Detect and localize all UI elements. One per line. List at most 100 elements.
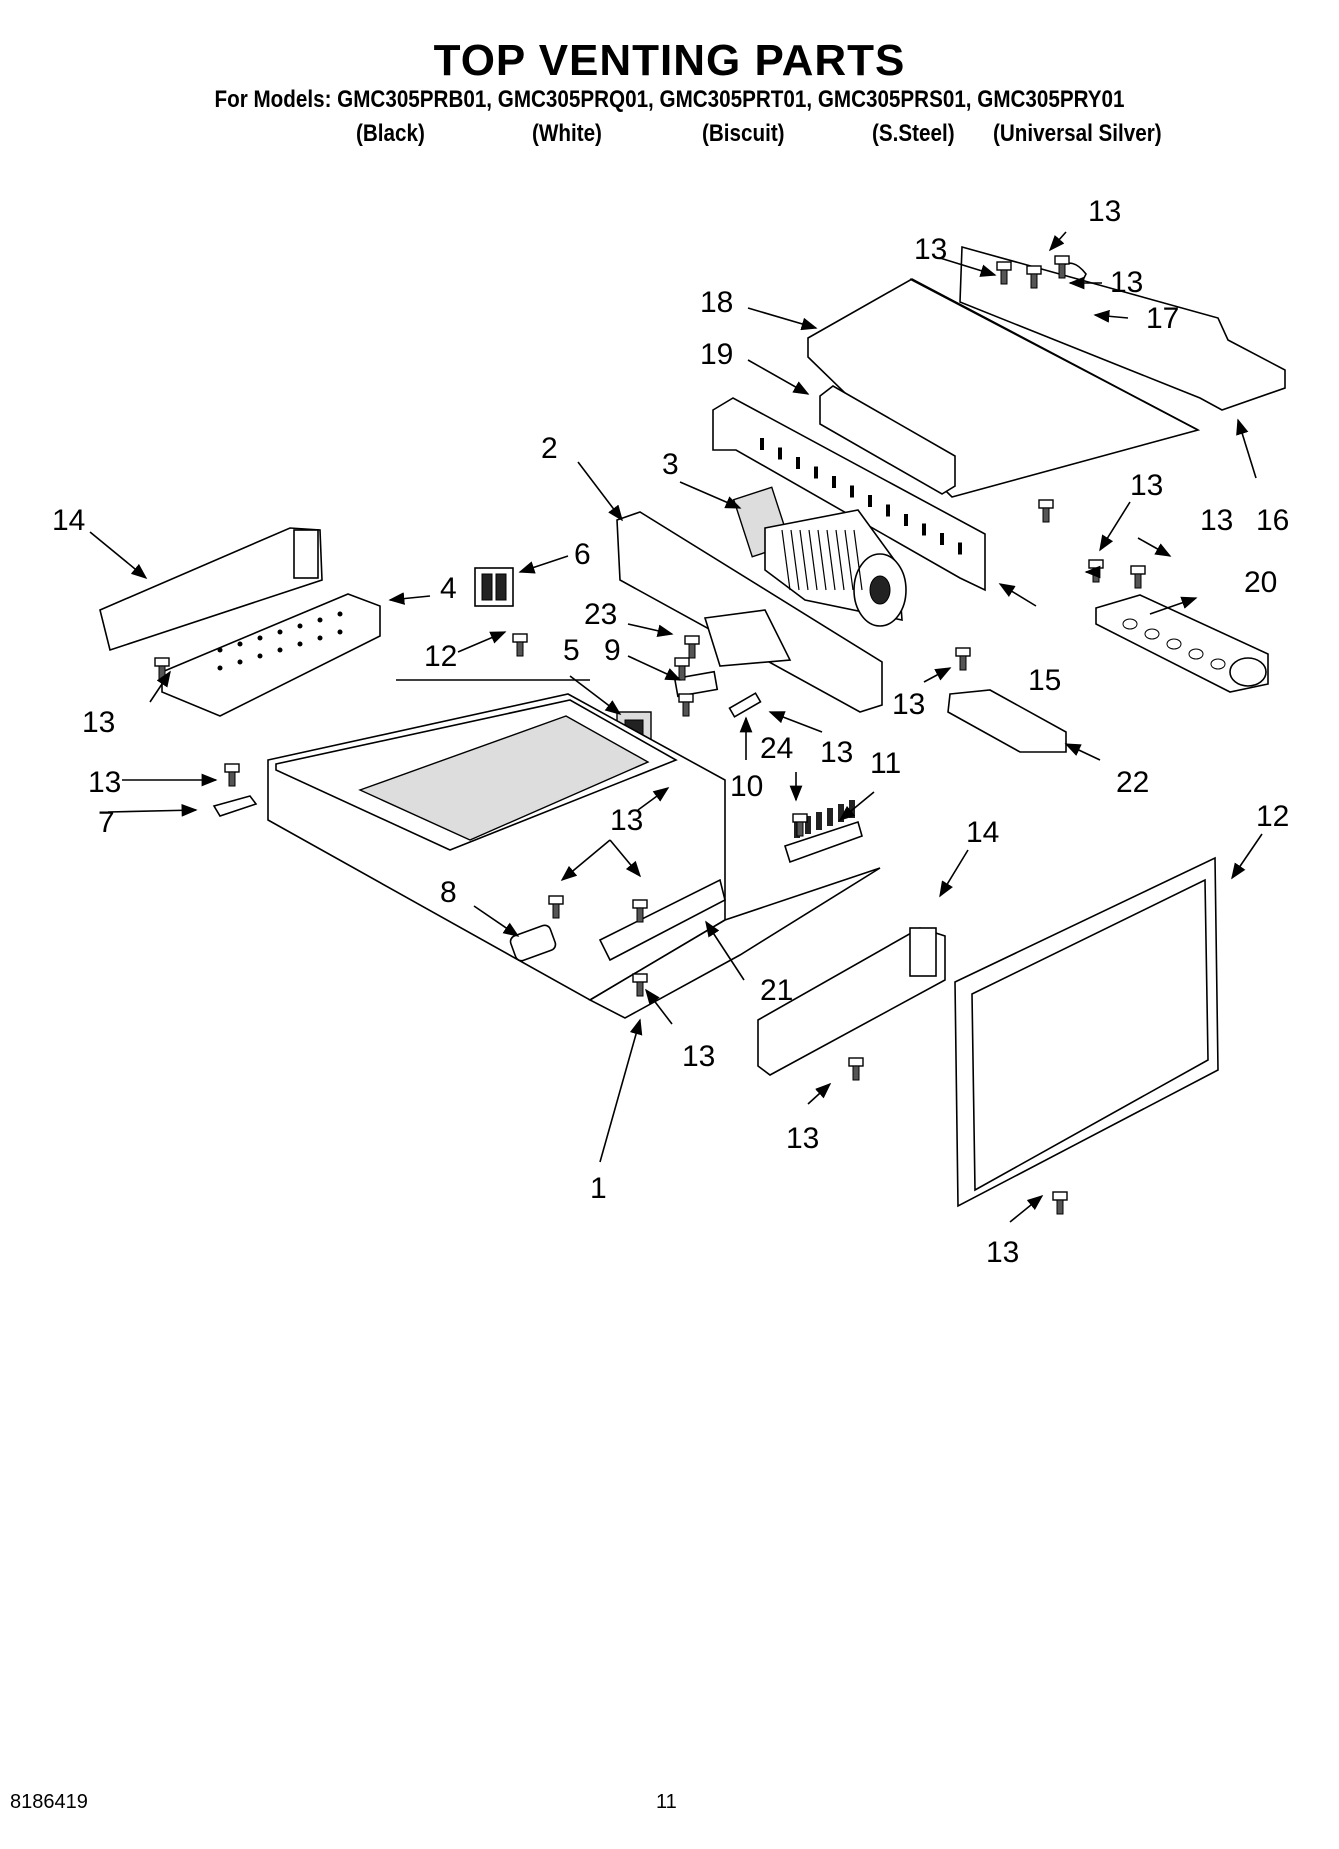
blower-fin	[790, 529, 800, 591]
variant-steel: (S.Steel)	[872, 120, 955, 147]
screw-icon	[1130, 565, 1146, 589]
callout-13: 13	[1200, 504, 1233, 537]
callout-24: 24	[760, 732, 793, 765]
part-15-vent-bracket	[712, 397, 986, 592]
screw-icon	[996, 261, 1012, 285]
leader-lines	[89, 231, 1263, 1223]
plate-hole	[337, 629, 343, 635]
vent-slot	[814, 466, 818, 479]
part-14-left-bracket	[99, 527, 323, 652]
screw-icon	[224, 763, 240, 787]
screw-icon	[1054, 255, 1070, 279]
callout-12: 12	[424, 640, 457, 673]
screw-icon	[1038, 499, 1054, 523]
part-2-fan-housing	[616, 511, 883, 713]
vent-slot	[778, 447, 782, 460]
callout-15: 15	[1028, 664, 1061, 697]
part-22-bracket	[947, 689, 1067, 753]
callout-23: 23	[584, 598, 617, 631]
rail-hole	[1144, 628, 1160, 640]
plate-hole	[257, 653, 263, 659]
callout-17: 17	[1146, 302, 1179, 335]
part-7-clip	[212, 795, 258, 817]
callout-16: 16	[1256, 504, 1289, 537]
callout-13: 13	[1088, 195, 1121, 228]
callout-13: 13	[1110, 266, 1143, 299]
variant-silver: (Universal Silver)	[993, 120, 1162, 147]
variant-black: (Black)	[356, 120, 425, 147]
callout-21: 21	[760, 974, 793, 1007]
callout-14: 14	[966, 816, 999, 849]
rail-hole	[1188, 648, 1204, 660]
vent-slot	[796, 457, 800, 469]
screw-icon	[632, 899, 648, 923]
callout-13: 13	[1130, 469, 1163, 502]
callout-20: 20	[1244, 566, 1277, 599]
screw-icon	[678, 693, 694, 717]
screw-icon	[955, 647, 971, 671]
terminal-pin	[816, 812, 822, 830]
vent-slot	[850, 485, 854, 498]
screw-icon	[1052, 1191, 1068, 1215]
callout-13: 13	[682, 1040, 715, 1073]
callout-18: 18	[700, 286, 733, 319]
part-14-right-bracket	[757, 927, 946, 1076]
rail-hole	[1122, 618, 1138, 630]
screw-icon	[548, 895, 564, 919]
callout-10: 10	[730, 770, 763, 803]
callout-4: 4	[440, 572, 457, 605]
part-19-gasket	[819, 385, 956, 495]
vent-slot	[760, 438, 764, 450]
plate-hole	[297, 623, 303, 629]
callout-13: 13	[82, 706, 115, 739]
callout-13: 13	[892, 688, 925, 721]
screw-icon	[632, 973, 648, 997]
vent-slot	[904, 514, 908, 526]
document-number: 8186419	[10, 1791, 88, 1813]
blower-fin	[799, 529, 809, 591]
callout-6: 6	[574, 538, 591, 571]
callout-13: 13	[610, 804, 643, 837]
plate-hole	[277, 629, 283, 635]
part-3-blower-motor	[732, 486, 907, 627]
variant-biscuit: (Biscuit)	[702, 120, 785, 147]
screw-icon	[792, 813, 808, 837]
plate-hole	[237, 659, 243, 665]
screw-icon	[684, 635, 700, 659]
part-1-vent-body	[267, 693, 881, 1019]
part-8-grommet	[509, 924, 557, 962]
plate-hole	[237, 641, 243, 647]
callout-7: 7	[98, 806, 115, 839]
callout-13: 13	[820, 736, 853, 769]
callout-9: 9	[604, 634, 621, 667]
models-line: For Models: GMC305PRB01, GMC305PRQ01, GM…	[214, 86, 1125, 113]
callout-5: 5	[563, 634, 580, 667]
page-title: TOP VENTING PARTS	[433, 36, 906, 85]
variant-white: (White)	[532, 120, 602, 147]
plate-hole	[217, 647, 223, 653]
vent-slot	[886, 504, 890, 517]
vent-slot	[922, 523, 926, 536]
blower-fin	[844, 529, 854, 591]
blower-fin	[826, 529, 836, 591]
blower-fin	[817, 529, 827, 591]
part-21-rail	[598, 878, 726, 962]
vent-slot	[832, 476, 836, 488]
screw-icon	[1088, 559, 1104, 583]
callout-22: 22	[1116, 766, 1149, 799]
blower-fin	[808, 529, 818, 591]
callout-13: 13	[986, 1236, 1019, 1269]
callout-labels: 13 13 13 17 18 19 2 3 13 13 16 14 6 20 4…	[52, 195, 1289, 1269]
plate-hole	[277, 647, 283, 653]
part-16-top-panel	[959, 245, 1286, 411]
callout-8: 8	[440, 876, 457, 909]
plate-hole	[297, 641, 303, 647]
callout-3: 3	[662, 448, 679, 481]
part-10-fuse	[728, 692, 762, 718]
screw-icon	[848, 1057, 864, 1081]
page-number: 11	[656, 1791, 677, 1813]
callout-13: 13	[914, 233, 947, 266]
rail-hole	[1166, 638, 1182, 650]
terminal-pin	[805, 816, 811, 834]
